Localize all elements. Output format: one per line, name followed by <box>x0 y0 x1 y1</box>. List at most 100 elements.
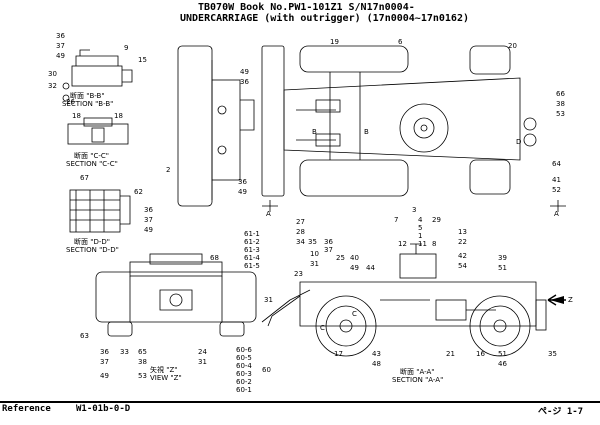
part-number: 28 <box>296 228 305 236</box>
side-view-tracks <box>177 45 213 207</box>
part-number: 60-2 <box>236 378 252 386</box>
part-number: 15 <box>138 56 147 64</box>
part-number: 63 <box>80 332 89 340</box>
part-number: 1 <box>418 232 422 240</box>
part-number: 53 <box>556 110 565 118</box>
part-number: 19 <box>330 38 339 46</box>
reference-label: Reference <box>2 404 51 414</box>
part-number: 18 <box>72 112 81 120</box>
part-number: 36 <box>56 32 65 40</box>
part-number: 32 <box>48 82 57 90</box>
part-number: 38 <box>556 100 565 108</box>
part-number: 26 <box>66 98 75 106</box>
part-number: 25 <box>336 254 345 262</box>
part-number: 8 <box>432 240 436 248</box>
section-cc-drawing <box>67 123 129 145</box>
part-number: 21 <box>446 350 455 358</box>
part-number: 41 <box>552 176 561 184</box>
part-number-labels: 36 37 49 9 15 30 32 26 18 18 67 62 36 37… <box>48 32 573 394</box>
part-number: 36 <box>324 238 333 246</box>
part-number: 61-1 <box>244 230 260 238</box>
part-number: 68 <box>210 254 219 262</box>
part-number: 49 <box>350 264 359 272</box>
section-marker: A <box>554 210 559 218</box>
section-marker: B <box>312 128 317 136</box>
section-marker: C <box>352 310 357 318</box>
part-number: 54 <box>458 262 467 270</box>
part-number: 61-3 <box>244 246 260 254</box>
header-line-2: UNDERCARRIAGE (with outrigger) (17n0004~… <box>180 13 469 24</box>
top-view-frame <box>283 77 521 161</box>
part-number: 61-5 <box>244 262 260 270</box>
top-view-track-lower <box>299 159 409 197</box>
section-dd-en: SECTION "D-D" <box>66 246 119 254</box>
part-number: 9 <box>124 44 128 52</box>
part-number: 29 <box>432 216 441 224</box>
part-number: 49 <box>238 188 247 196</box>
part-number: 16 <box>476 350 485 358</box>
part-number: 61-4 <box>244 254 260 262</box>
section-dd-drawing <box>69 189 121 233</box>
part-number: 66 <box>556 90 565 98</box>
part-number: 22 <box>458 238 467 246</box>
section-dd-jp: 断面 "D-D" <box>74 237 110 246</box>
part-number: 36 <box>238 178 247 186</box>
part-number: 51 <box>498 350 507 358</box>
view-z-drawing <box>95 271 257 323</box>
part-number: 65 <box>138 348 147 356</box>
section-marker: A <box>266 210 271 218</box>
part-number: 60 <box>262 366 271 374</box>
part-number: 18 <box>114 112 123 120</box>
part-number: 61-2 <box>244 238 260 246</box>
part-number: 36 <box>100 348 109 356</box>
part-number: 35 <box>308 238 317 246</box>
part-number: 31 <box>264 296 273 304</box>
part-number: 24 <box>198 348 207 356</box>
part-number: 31 <box>198 358 207 366</box>
part-number: 44 <box>366 264 375 272</box>
part-number: 49 <box>56 52 65 60</box>
part-number: 34 <box>296 238 305 246</box>
part-number: 5 <box>418 224 422 232</box>
part-number: 40 <box>350 254 359 262</box>
part-number: 37 <box>100 358 109 366</box>
part-number: 53 <box>138 372 147 380</box>
section-aa-frame <box>299 281 537 327</box>
part-number: 62 <box>134 188 143 196</box>
part-number: 60-6 <box>236 346 252 354</box>
part-number: 17 <box>334 350 343 358</box>
part-number: 60-1 <box>236 386 252 394</box>
part-number: 4 <box>418 216 423 224</box>
part-number: 30 <box>48 70 57 78</box>
part-number: 60-5 <box>236 354 252 362</box>
part-number: 27 <box>296 218 305 226</box>
page-number: ぺ-ジ 1-7 <box>538 407 584 417</box>
part-number: 49 <box>240 68 249 76</box>
part-number: 64 <box>552 160 561 168</box>
part-number: 10 <box>310 250 319 258</box>
part-number: 67 <box>80 174 89 182</box>
section-bb-jp: 断面 "B-B" <box>70 91 105 100</box>
part-number: 37 <box>324 246 333 254</box>
section-aa-en: SECTION "A-A" <box>392 376 443 384</box>
section-marker: D <box>516 138 521 146</box>
part-number: 52 <box>552 186 561 194</box>
part-number: 37 <box>56 42 65 50</box>
part-number: 31 <box>310 260 319 268</box>
section-cc-en: SECTION "C-C" <box>66 160 118 168</box>
part-number: 12 <box>398 240 407 248</box>
part-number: 36 <box>144 206 153 214</box>
part-number: 49 <box>144 226 153 234</box>
part-number: 37 <box>144 216 153 224</box>
part-number: 23 <box>294 270 303 278</box>
header-line-1: TB070W Book No.PW1-101Z1 S/N17n0004- <box>198 2 415 13</box>
section-bb-drawing <box>71 65 123 87</box>
section-marker: Z <box>568 296 573 304</box>
part-number: 36 <box>240 78 249 86</box>
section-aa-turret <box>399 253 437 279</box>
top-view-blade <box>261 45 285 197</box>
part-number: 38 <box>138 358 147 366</box>
part-number: 51 <box>498 264 507 272</box>
part-number: 3 <box>412 206 416 214</box>
